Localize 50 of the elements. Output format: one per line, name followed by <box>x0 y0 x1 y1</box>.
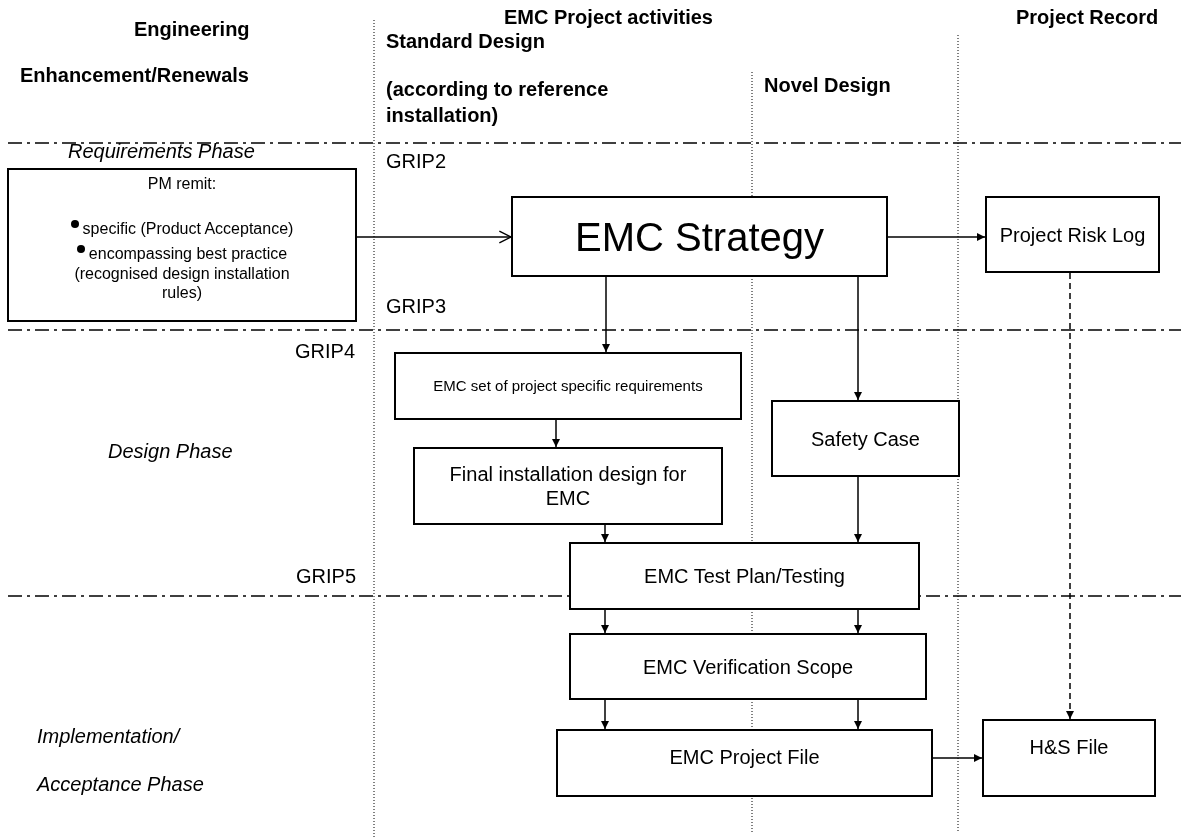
phase-label: Acceptance Phase <box>37 773 204 796</box>
arrow <box>854 609 862 634</box>
box-text: EMC Strategy <box>575 213 824 261</box>
process-box <box>556 729 933 797</box>
phase-label: Requirements Phase <box>68 140 255 163</box>
stage-label: GRIP3 <box>386 295 447 318</box>
process-box <box>394 352 742 420</box>
column-heading: Engineering <box>134 18 250 41</box>
process-box <box>569 633 927 700</box>
process-box <box>569 542 920 610</box>
arrow <box>601 699 609 730</box>
process-box <box>7 168 357 322</box>
arrow <box>887 233 986 241</box>
arrow <box>601 609 609 634</box>
box-text: EMC Test Plan/Testing <box>644 564 845 588</box>
box-heading: PM remit: <box>147 174 217 194</box>
box-text: Project Risk Log <box>999 222 1146 247</box>
box-text: Safety Case <box>811 426 920 451</box>
phase-label: Design Phase <box>108 440 233 463</box>
arrow <box>1066 272 1074 720</box>
process-box <box>413 447 723 525</box>
arrow <box>854 476 862 543</box>
phase-label: Implementation/ <box>37 725 180 748</box>
bullet-item: specific (Product Acceptance) <box>70 219 294 239</box>
column-heading: Enhancement/Renewals <box>20 64 249 87</box>
process-box <box>511 196 888 277</box>
arrow <box>854 699 862 730</box>
process-box <box>985 196 1160 273</box>
arrow <box>854 276 862 401</box>
column-heading: Novel Design <box>764 74 891 97</box>
box-text: EMC set of project specific requirements <box>433 377 703 395</box>
arrow <box>356 230 512 244</box>
process-box <box>771 400 960 477</box>
bullet-item: encompassing best practice (recognised design installation rules) <box>73 244 291 302</box>
column-heading: Project Record <box>1016 6 1159 29</box>
stage-label: GRIP4 <box>295 340 356 363</box>
arrow <box>601 524 609 543</box>
box-text: EMC Project File <box>669 745 820 769</box>
arrow <box>602 276 610 353</box>
stage-label: GRIP5 <box>296 565 357 588</box>
arrow <box>552 419 560 448</box>
process-box <box>982 719 1156 797</box>
box-text: Final installation design for EMC <box>448 462 688 510</box>
column-heading: (according to reference installation) <box>386 77 610 128</box>
stage-label: GRIP2 <box>386 150 447 173</box>
column-heading: EMC Project activities <box>504 6 713 29</box>
box-text: EMC Verification Scope <box>642 654 854 679</box>
column-heading: Standard Design <box>386 30 545 53</box>
arrow <box>932 754 983 762</box>
box-text: H&S File <box>1029 735 1109 759</box>
